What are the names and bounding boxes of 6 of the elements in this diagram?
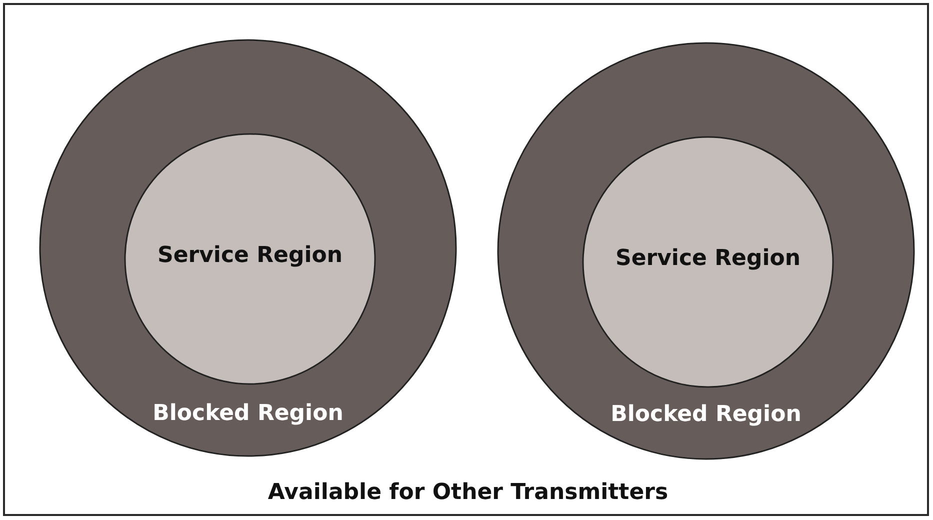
region-label: Blocked Region <box>152 401 344 427</box>
region-label: Service Region <box>157 243 343 269</box>
region-label: Available for Other Transmitters <box>268 480 668 506</box>
region-label: Service Region <box>615 246 801 272</box>
region-label: Blocked Region <box>610 402 802 428</box>
frame-background <box>3 3 929 516</box>
